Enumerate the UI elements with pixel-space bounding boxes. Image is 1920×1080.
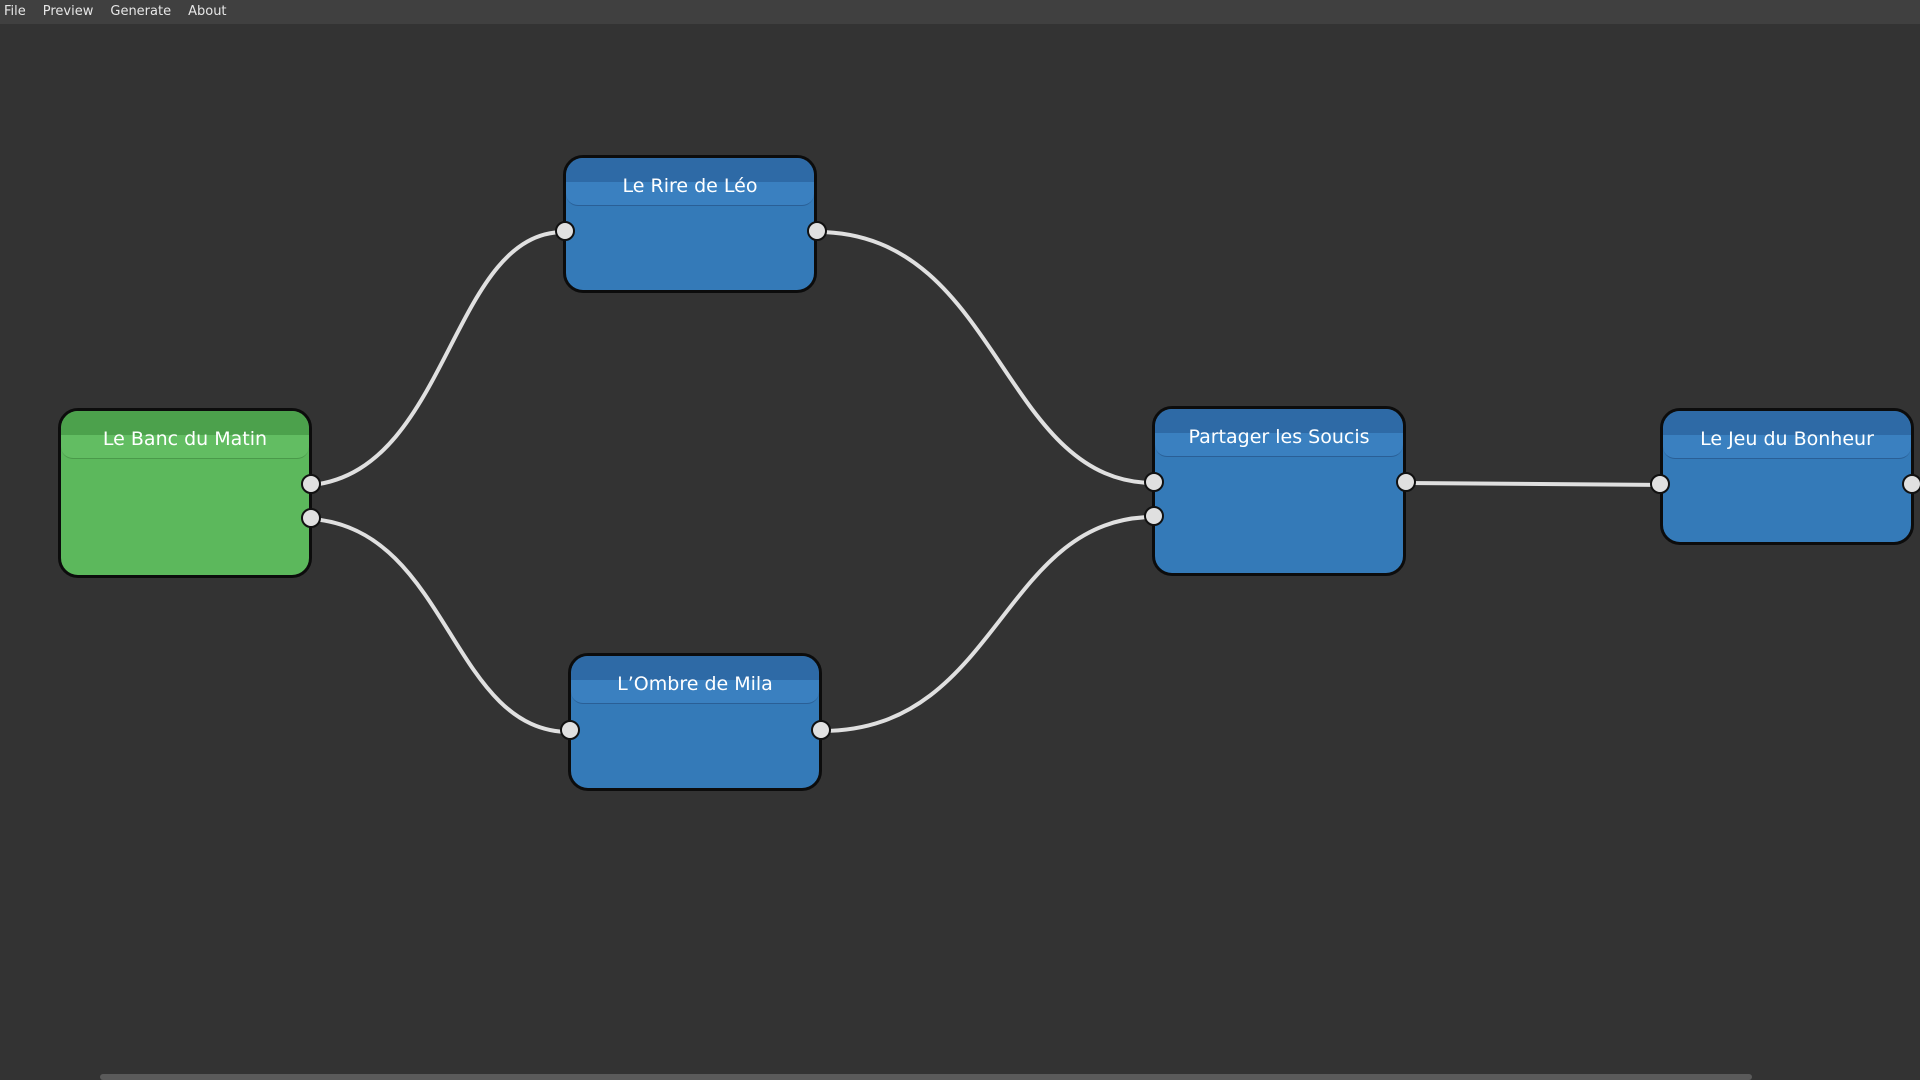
menu-preview[interactable]: Preview: [42, 4, 94, 19]
input-port-partager-1[interactable]: [1144, 472, 1164, 492]
menu-bar: File Preview Generate About: [0, 0, 1920, 24]
input-port-partager-2[interactable]: [1144, 506, 1164, 526]
node-title: Partager les Soucis: [1188, 425, 1370, 448]
node-header[interactable]: Partager les Soucis: [1155, 409, 1403, 457]
input-port-rire[interactable]: [555, 221, 575, 241]
node-title: L’Ombre de Mila: [617, 672, 773, 695]
menu-file[interactable]: File: [4, 4, 26, 19]
scrollbar-thumb[interactable]: [100, 1074, 1752, 1080]
menu-about[interactable]: About: [188, 4, 227, 19]
output-port-banc-1[interactable]: [301, 474, 321, 494]
node-header[interactable]: Le Rire de Léo: [566, 158, 814, 206]
output-port-partager[interactable]: [1396, 472, 1416, 492]
node-header[interactable]: Le Jeu du Bonheur: [1663, 411, 1911, 459]
output-port-rire[interactable]: [807, 221, 827, 241]
node-title: Le Banc du Matin: [102, 427, 268, 450]
node-rire-de-leo[interactable]: Le Rire de Léo: [563, 155, 817, 293]
node-jeu-du-bonheur[interactable]: Le Jeu du Bonheur: [1660, 408, 1914, 545]
output-port-banc-2[interactable]: [301, 508, 321, 528]
node-partager-les-soucis[interactable]: Partager les Soucis: [1152, 406, 1406, 576]
node-header[interactable]: Le Banc du Matin: [61, 411, 309, 459]
input-port-jeu[interactable]: [1650, 474, 1670, 494]
link-banc-to-ombre[interactable]: [311, 517, 571, 734]
link-ombre-to-partager[interactable]: [821, 515, 1155, 733]
node-banc-du-matin[interactable]: Le Banc du Matin: [58, 408, 312, 578]
node-title: Le Jeu du Bonheur: [1700, 427, 1874, 450]
horizontal-scrollbar[interactable]: [0, 1072, 1920, 1080]
node-header[interactable]: L’Ombre de Mila: [571, 656, 819, 704]
link-banc-to-rire[interactable]: [311, 230, 565, 487]
output-port-ombre[interactable]: [811, 720, 831, 740]
node-ombre-de-mila[interactable]: L’Ombre de Mila: [568, 653, 822, 791]
node-title: Le Rire de Léo: [622, 174, 758, 197]
output-port-jeu[interactable]: [1902, 474, 1920, 494]
menu-generate[interactable]: Generate: [110, 4, 172, 19]
input-port-ombre[interactable]: [560, 720, 580, 740]
link-partager-to-jeu[interactable]: [1406, 481, 1662, 487]
link-rire-to-partager[interactable]: [816, 230, 1155, 485]
